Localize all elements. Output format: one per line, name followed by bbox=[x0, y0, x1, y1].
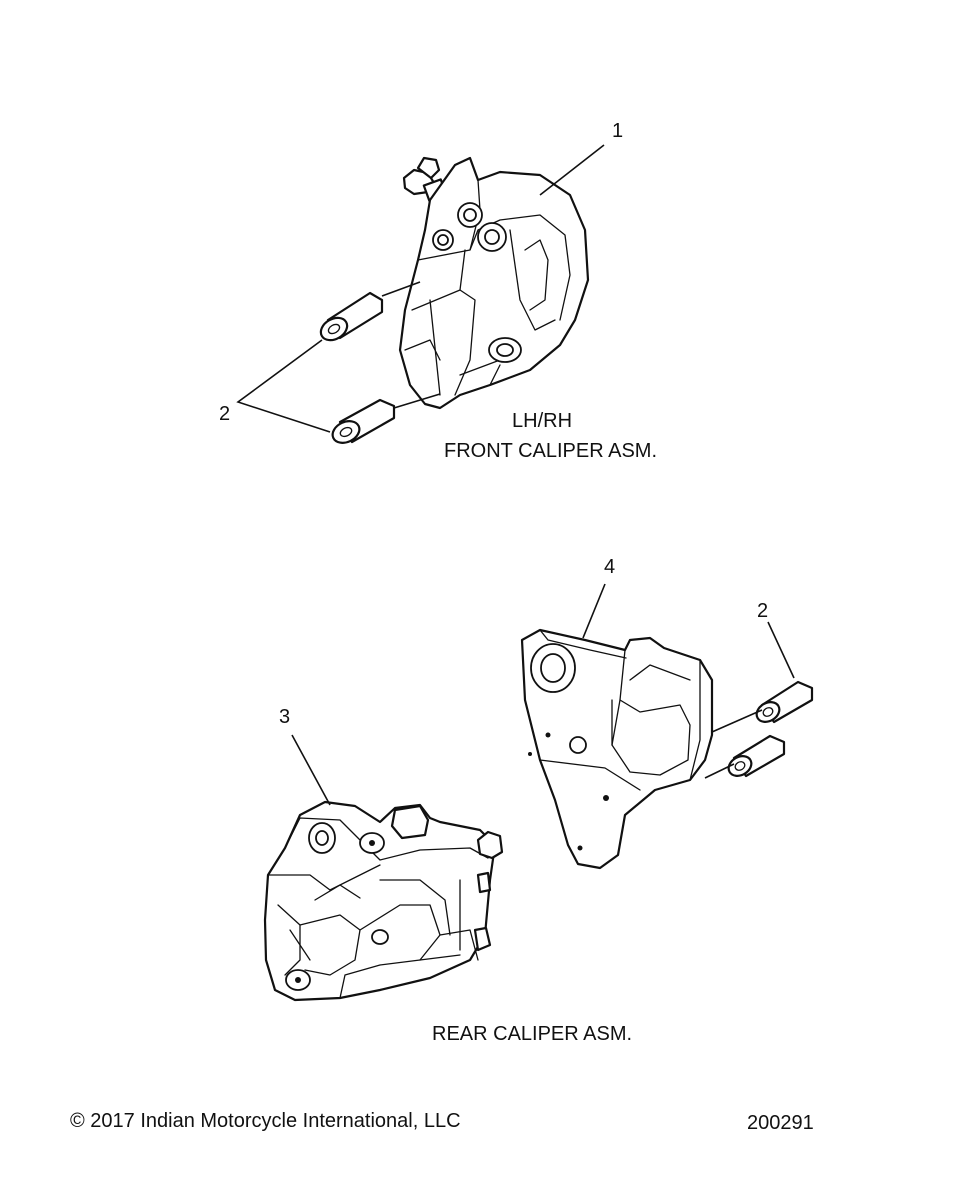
front-side-label: LH/RH bbox=[512, 410, 573, 432]
rear-caliper-title: REAR CALIPER ASM. bbox=[432, 1023, 633, 1045]
front-caliper-title: FRONT CALIPER ASM. bbox=[444, 440, 658, 462]
leader-4 bbox=[582, 583, 606, 639]
leader-3 bbox=[291, 734, 331, 806]
leader-2-front bbox=[236, 339, 331, 433]
rear-caliper-bracket bbox=[520, 583, 714, 870]
copyright-notice: © 2017 Indian Motorcycle International, … bbox=[70, 1110, 461, 1132]
rear-caliper bbox=[263, 734, 504, 1002]
rear-bolt-upper bbox=[755, 680, 814, 724]
rear-bolt-lower bbox=[727, 734, 786, 778]
diagram-number: 200291 bbox=[747, 1112, 814, 1134]
front-bolt-upper bbox=[319, 291, 384, 342]
callout-2-front: 2 bbox=[219, 403, 231, 425]
callout-3: 3 bbox=[279, 706, 291, 728]
callout-4: 4 bbox=[604, 556, 616, 578]
callout-2-rear: 2 bbox=[757, 600, 769, 622]
front-caliper-assembly bbox=[236, 144, 605, 444]
leader-2-rear bbox=[767, 621, 795, 679]
callout-1: 1 bbox=[612, 120, 624, 142]
front-bolt-lower bbox=[331, 398, 396, 444]
leader-1 bbox=[539, 144, 605, 196]
front-caliper-body bbox=[398, 156, 590, 410]
